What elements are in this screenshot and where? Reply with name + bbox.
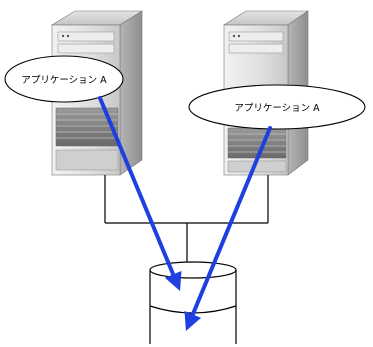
application-label-right: アプリケーション A <box>234 103 320 114</box>
access-arrow-left <box>98 96 182 291</box>
shared-storage <box>149 261 237 344</box>
tower-server-icon <box>50 10 144 176</box>
left-server <box>50 10 144 176</box>
access-arrows <box>98 96 272 331</box>
application-bubble-left: アプリケーション A <box>4 55 124 103</box>
application-label-left: アプリケーション A <box>21 75 107 86</box>
shared-disk-icon <box>149 261 237 344</box>
connection-lines <box>104 175 269 267</box>
access-arrow-right <box>184 126 272 331</box>
application-bubble-right: アプリケーション A <box>188 84 366 130</box>
